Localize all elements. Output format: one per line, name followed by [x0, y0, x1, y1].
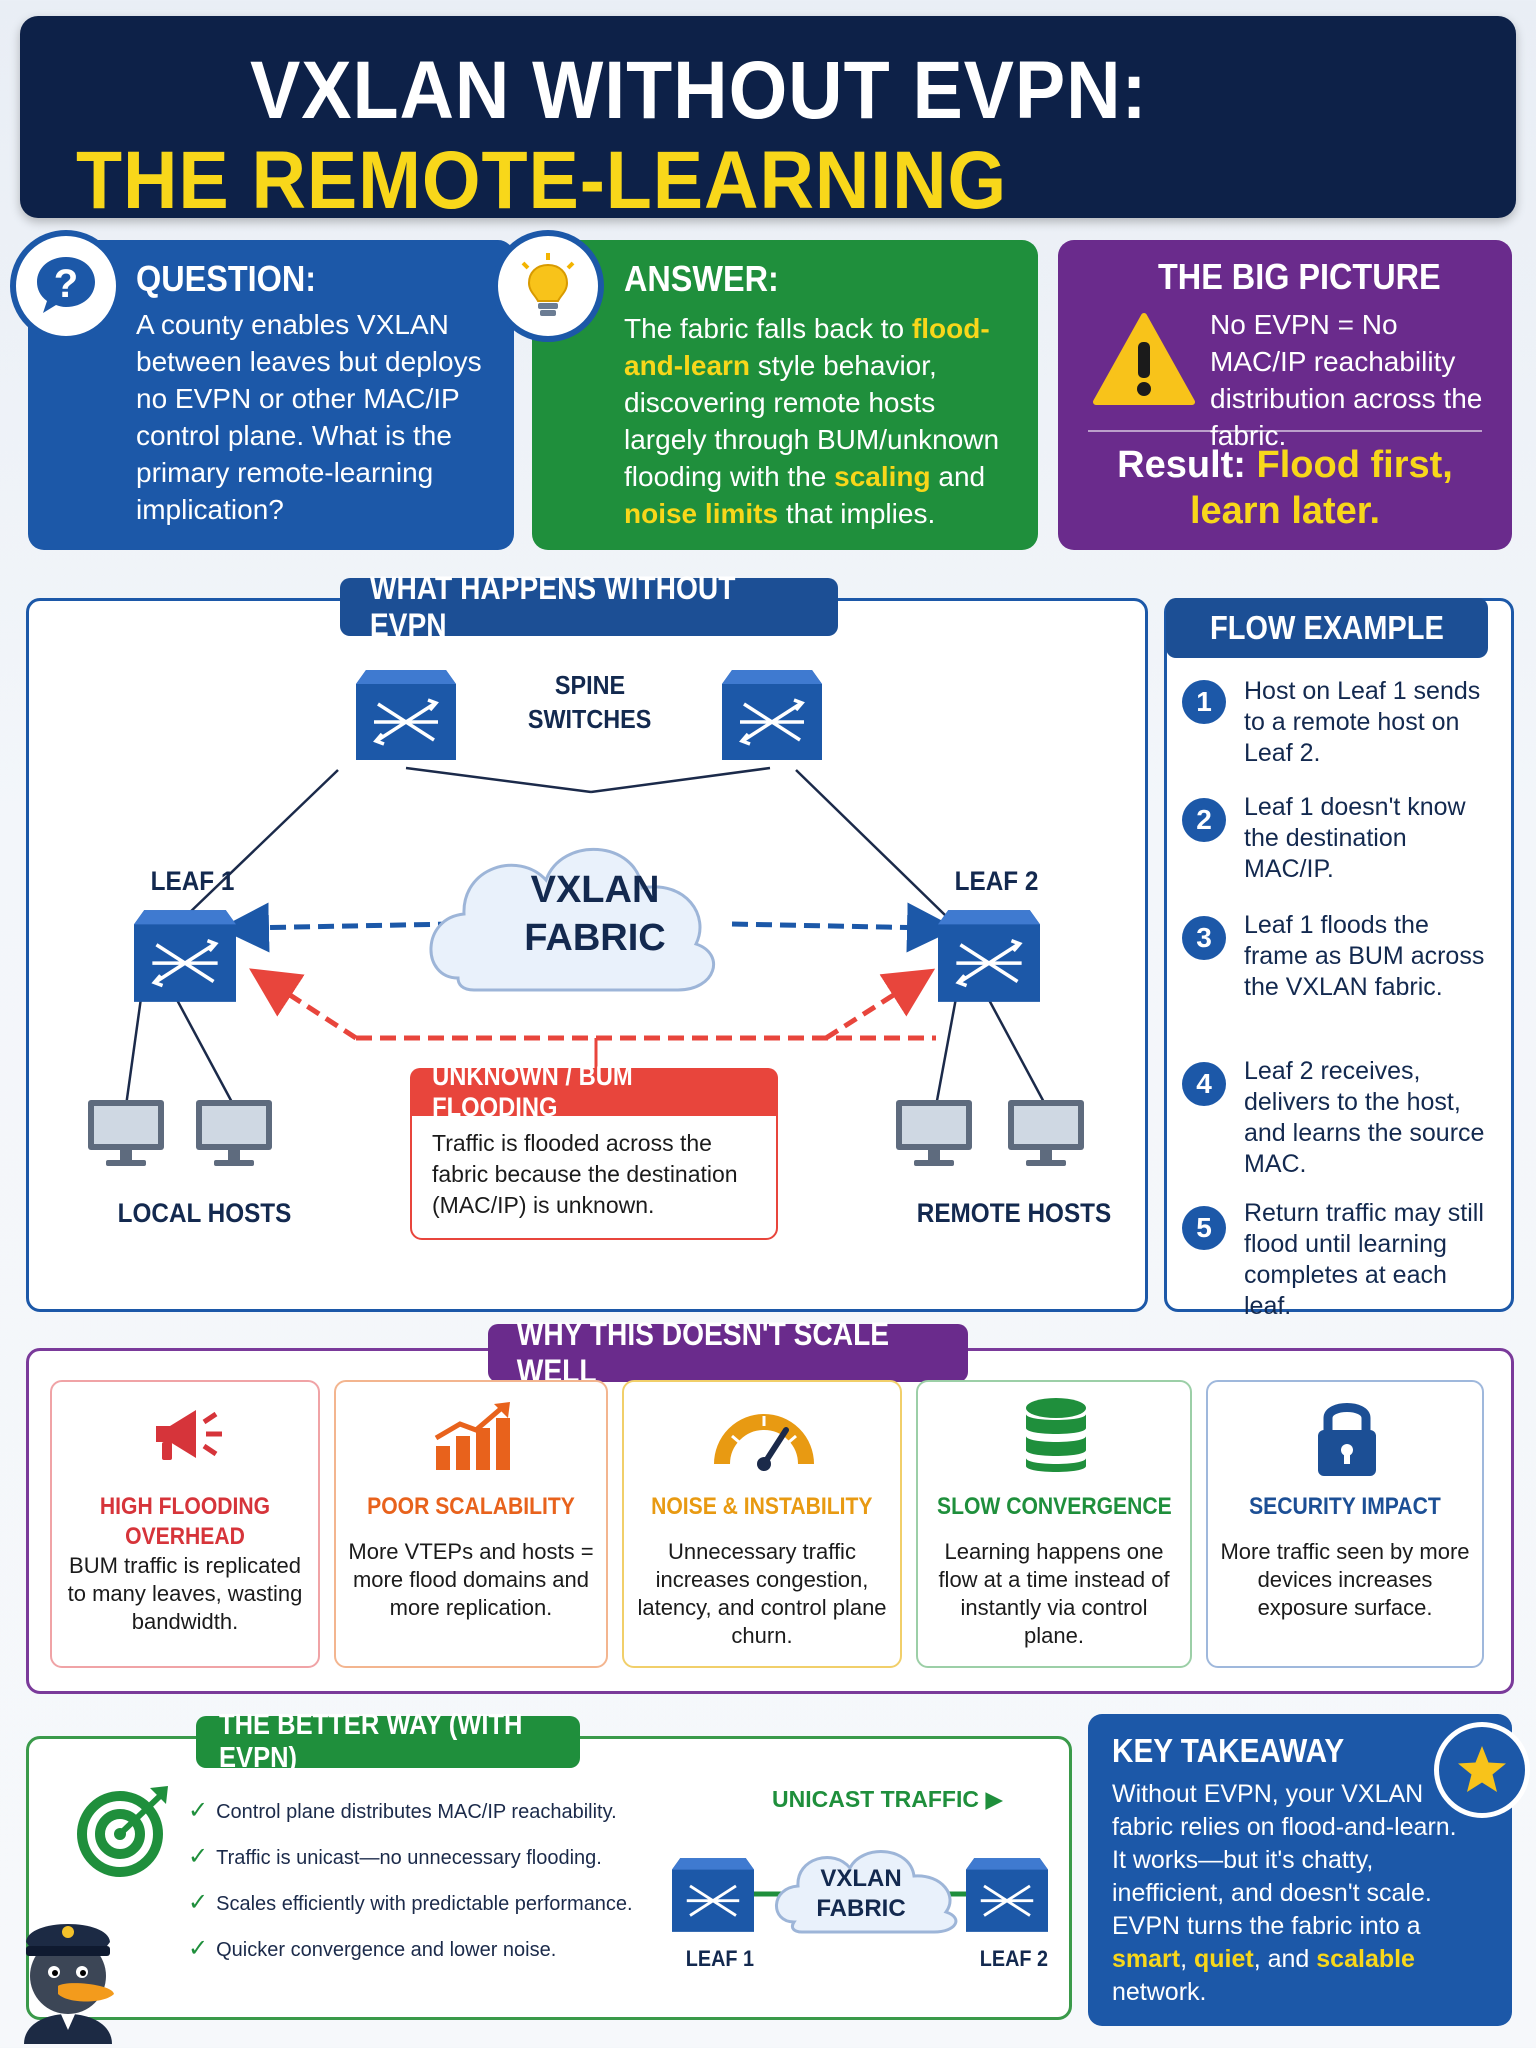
why-card-security: SECURITY IMPACT More traffic seen by mor…	[1206, 1380, 1484, 1668]
speedometer-icon	[712, 1402, 816, 1477]
lock-icon	[1314, 1396, 1380, 1483]
leaf1-label: LEAF 1	[150, 866, 235, 896]
better-way-title: THE BETTER WAY (WITH EVPN)	[196, 1709, 580, 1774]
remote-hosts-label: REMOTE HOSTS	[916, 1198, 1112, 1228]
flow-example-title: FLOW EXAMPLE	[1166, 598, 1488, 658]
step-number: 3	[1182, 916, 1226, 960]
star-icon	[1434, 1722, 1530, 1818]
why-card-text: More traffic seen by more devices increa…	[1220, 1539, 1470, 1620]
question-text: A county enables VXLAN between leaves bu…	[136, 309, 482, 525]
why-card-text: Learning happens one flow at a time inst…	[938, 1539, 1170, 1648]
warning-icon	[1092, 312, 1196, 413]
evpn-leaf2-label: LEAF 2	[979, 1946, 1049, 1971]
leaf2-label: LEAF 2	[954, 866, 1039, 896]
bar-chart-icon	[432, 1400, 516, 1479]
remote-host-1-icon	[894, 1098, 974, 1175]
bum-flooding-text: Traffic is flooded across the fabric bec…	[432, 1130, 738, 1218]
target-icon	[76, 1782, 172, 1883]
evpn-leaf2-switch-icon	[966, 1858, 1048, 1937]
local-host-1-icon	[86, 1098, 166, 1175]
svg-text:?: ?	[54, 262, 78, 306]
header-banner: VXLAN WITHOUT EVPN: THE REMOTE-LEARNING …	[20, 16, 1516, 320]
why-card-convergence: SLOW CONVERGENCE Learning happens one fl…	[916, 1380, 1192, 1668]
check-icon: ✓	[188, 1935, 209, 1962]
leaf1-switch-icon	[134, 910, 236, 1007]
step-number: 1	[1182, 680, 1226, 724]
key-takeaway-title: KEY TAKEAWAY	[1112, 1732, 1345, 1769]
bum-flooding-title: UNKNOWN / BUM FLOODING	[410, 1061, 778, 1122]
divider	[1088, 430, 1482, 432]
why-card-noise: NOISE & INSTABILITY Unnecessary traffic …	[622, 1380, 902, 1668]
remote-host-2-icon	[1006, 1098, 1086, 1175]
check-icon: ✓	[188, 1889, 209, 1916]
better-item-4: ✓Quicker convergence and lower noise.	[188, 1935, 557, 1962]
why-card-title: POOR SCALABILITY	[367, 1493, 575, 1520]
why-card-title: SECURITY IMPACT	[1249, 1493, 1441, 1520]
duck-mascot-icon	[8, 1888, 128, 2048]
step-text: Leaf 1 floods the frame as BUM across th…	[1244, 911, 1485, 1001]
question-title: QUESTION:	[136, 258, 317, 299]
spine-switch-1-icon	[356, 670, 456, 765]
step-text: Return traffic may still flood until lea…	[1244, 1199, 1484, 1320]
database-icon	[1022, 1396, 1090, 1481]
evpn-mini-diagram	[754, 1850, 970, 1934]
check-icon: ✓	[188, 1843, 209, 1870]
network-diagram	[124, 766, 1048, 1107]
check-icon: ✓	[188, 1797, 209, 1824]
why-card-text: More VTEPs and hosts = more flood domain…	[348, 1539, 594, 1620]
why-card-text: BUM traffic is replicated to many leaves…	[67, 1553, 303, 1634]
why-not-scale-title: WHY THIS DOESN'T SCALE WELL	[488, 1316, 968, 1389]
big-picture-card: THE BIG PICTURE No EVPN = No MAC/IP reac…	[1058, 240, 1512, 550]
big-picture-text: No EVPN = No MAC/IP reachability distrib…	[1210, 309, 1483, 451]
step-text: Leaf 2 receives, delivers to the host, a…	[1244, 1057, 1485, 1178]
step-text: Host on Leaf 1 sends to a remote host on…	[1244, 677, 1481, 767]
question-bubble-icon: ?	[10, 230, 122, 342]
leaf2-switch-icon	[938, 910, 1040, 1007]
why-card-text: Unnecessary traffic increases congestion…	[637, 1539, 887, 1648]
better-item-1: ✓Control plane distributes MAC/IP reacha…	[188, 1797, 617, 1824]
why-card-title: NOISE & INSTABILITY	[651, 1493, 873, 1520]
better-item-3: ✓Scales efficiently with predictable per…	[188, 1889, 633, 1916]
answer-card: ANSWER: The fabric falls back to flood-a…	[492, 230, 1038, 550]
answer-title: ANSWER:	[624, 258, 779, 299]
better-item-2: ✓Traffic is unicast—no unnecessary flood…	[188, 1843, 602, 1870]
step-text: Leaf 1 doesn't know the destination MAC/…	[1244, 793, 1466, 883]
unicast-traffic-label: UNICAST TRAFFIC ▶	[772, 1786, 1004, 1812]
evpn-leaf1-switch-icon	[672, 1858, 754, 1937]
local-hosts-label: LOCAL HOSTS	[117, 1198, 292, 1228]
local-host-2-icon	[194, 1098, 274, 1175]
flow-example-panel	[1164, 598, 1514, 1312]
answer-text: The fabric falls back to flood-and-learn…	[624, 313, 1000, 529]
step-number: 4	[1182, 1062, 1226, 1106]
step-number: 5	[1182, 1206, 1226, 1250]
why-card-title: SLOW CONVERGENCE	[936, 1493, 1172, 1520]
diagram-title: WHAT HAPPENS WITHOUT EVPN	[340, 570, 838, 643]
megaphone-icon	[148, 1402, 228, 1477]
evpn-leaf1-label: LEAF 1	[685, 1946, 755, 1971]
question-card: ? QUESTION: A county enables VXLAN betwe…	[10, 230, 514, 550]
why-card-scalability: POOR SCALABILITY More VTEPs and hosts = …	[334, 1380, 608, 1668]
why-card-flooding: HIGH FLOODING OVERHEAD BUM traffic is re…	[50, 1380, 320, 1668]
arrow-right-icon: ▶	[985, 1786, 1004, 1812]
big-picture-title: THE BIG PICTURE	[1158, 256, 1441, 297]
bum-flooding-callout: UNKNOWN / BUM FLOODING Traffic is floode…	[410, 1061, 778, 1240]
big-picture-result: Result: Flood first, learn later.	[1117, 444, 1453, 532]
lightbulb-icon	[492, 230, 604, 342]
key-takeaway-text: Without EVPN, your VXLAN fabric relies o…	[1112, 1780, 1457, 2006]
page-title: VXLAN WITHOUT EVPN:	[250, 45, 1148, 136]
why-card-title: HIGH FLOODING OVERHEAD	[99, 1493, 271, 1550]
spine-switch-2-icon	[722, 670, 822, 765]
step-number: 2	[1182, 798, 1226, 842]
